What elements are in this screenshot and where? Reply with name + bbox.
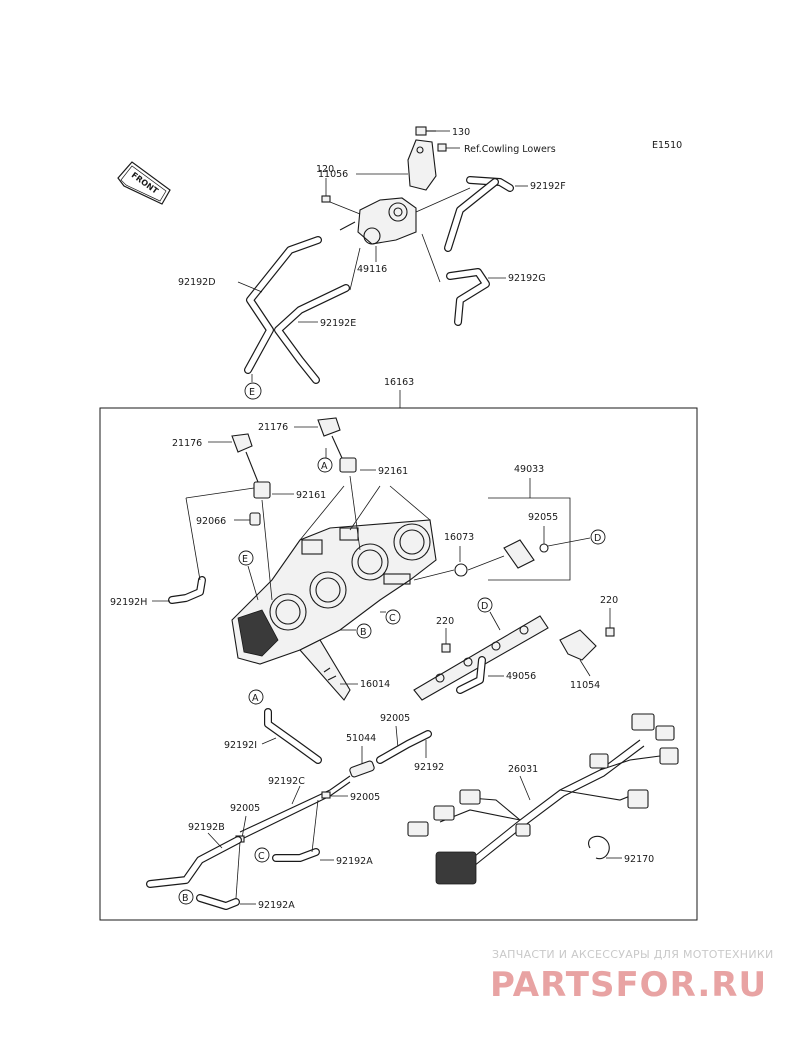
ref-e-top-label: E [249, 387, 255, 398]
ref-e-body [238, 550, 254, 566]
cap-92066 [249, 512, 261, 526]
label-92192f: 92192F [530, 181, 566, 192]
hose-92192d [244, 236, 322, 374]
ref-c-body-label: C [389, 613, 396, 624]
screw-220-left [441, 643, 451, 653]
ref-a-upper [317, 457, 333, 473]
label-16014: 16014 [360, 679, 390, 690]
valve-51044 [349, 760, 375, 778]
injector-49033 [503, 539, 549, 569]
screw-120 [321, 195, 331, 203]
ref-b-body [356, 623, 372, 639]
label-92192a-1: 92192A [336, 856, 373, 867]
hose-92192g [446, 268, 490, 326]
label-92192e: 92192E [320, 318, 356, 329]
clamp-92170 [588, 835, 610, 860]
label-130: 130 [452, 127, 470, 138]
ref-note: Ref.Cowling Lowers [464, 144, 556, 155]
label-92192i: 92192I [224, 740, 257, 751]
sensor-21176-left [231, 433, 271, 499]
ref-a-lower-label: A [252, 693, 259, 704]
front-arrow-icon: FRONT [117, 161, 171, 205]
hose-92192f [444, 176, 514, 252]
label-92161-right: 92161 [378, 466, 408, 477]
label-49033: 49033 [514, 464, 544, 475]
sensor-16014 [299, 639, 351, 701]
ref-e-top [244, 382, 262, 400]
hose-92192a-upper [272, 848, 320, 862]
ref-d-rail-label: D [481, 601, 488, 612]
ref-b-body-label: B [360, 627, 367, 638]
bolt-ref-cowling [437, 143, 447, 152]
ref-b-lower-label: B [182, 893, 189, 904]
watermark-line1: ЗАПЧАСТИ И АКСЕССУАРЫ ДЛЯ МОТОТЕХНИКИ [492, 948, 774, 961]
label-92192c: 92192C [268, 776, 305, 787]
label-92170: 92170 [624, 854, 654, 865]
label-220-right: 220 [600, 595, 618, 606]
ref-d-box [590, 529, 606, 545]
hose-92192 [376, 730, 432, 764]
assembly-frame [99, 407, 698, 921]
label-21176-left: 21176 [172, 438, 202, 449]
label-21176-right: 21176 [258, 422, 288, 433]
label-49116: 49116 [357, 264, 387, 275]
label-49056: 49056 [506, 671, 536, 682]
ref-b-lower [178, 889, 194, 905]
ref-d-box-label: D [594, 533, 601, 544]
sensor-21176-right [317, 417, 357, 473]
ref-a-lower [248, 689, 264, 705]
label-92192: 92192 [414, 762, 444, 773]
ref-d-rail [477, 597, 493, 613]
label-92192a-2: 92192A [258, 900, 295, 911]
bracket-11054 [559, 629, 597, 661]
label-26031: 26031 [508, 764, 538, 775]
label-92192h: 92192H [110, 597, 147, 608]
label-92055: 92055 [528, 512, 558, 523]
label-220-left: 220 [436, 616, 454, 627]
ref-c-lower [254, 847, 270, 863]
label-11054: 11054 [570, 680, 600, 691]
label-92161-left: 92161 [296, 490, 326, 501]
ref-c-body [385, 609, 401, 625]
label-92192g: 92192G [508, 273, 546, 284]
label-92005-c: 92005 [350, 792, 380, 803]
ref-c-lower-label: C [258, 851, 265, 862]
oring-16073 [454, 563, 468, 577]
fitting-92005-mid [321, 791, 331, 799]
label-92005-a: 92005 [380, 713, 410, 724]
hose-92192e [274, 284, 350, 384]
label-92192d: 92192D [178, 277, 216, 288]
bolt-130 [415, 126, 436, 136]
screw-220-right [605, 627, 615, 637]
throttle-body-assembly [231, 519, 437, 665]
label-92192b: 92192B [188, 822, 225, 833]
ref-e-body-label: E [242, 554, 248, 565]
label-92005-b: 92005 [230, 803, 260, 814]
diagram-code: E1510 [652, 140, 682, 151]
ref-a-upper-label: A [321, 461, 328, 472]
label-51044: 51044 [346, 733, 376, 744]
bracket-11056 [407, 139, 437, 191]
label-11056: 11056 [318, 169, 348, 180]
assembly-label: 16163 [384, 377, 414, 388]
injector-box [488, 497, 571, 581]
fuel-rail-49056 [413, 615, 549, 701]
hose-92192b [146, 836, 242, 888]
watermark-logo: PARTSFOR.RU [490, 965, 767, 1005]
hose-92192i [264, 708, 322, 764]
label-16073: 16073 [444, 532, 474, 543]
label-120: 120 [316, 164, 334, 175]
valve-49116 [339, 197, 417, 245]
hose-92192h [168, 576, 206, 604]
hose-92192a-lower [196, 894, 240, 910]
wiring-harness-26031 [407, 713, 679, 885]
label-92066: 92066 [196, 516, 226, 527]
